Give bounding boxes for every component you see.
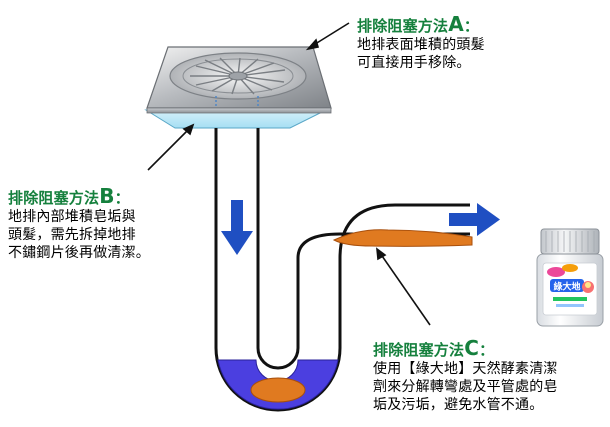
pointer-arrow-c [379,252,431,326]
callout-method-b: 排除阻塞方法B： 地排內部堆積皂垢與 頭髮，需先拆掉地排 不鏽鋼片後再做清潔。 [8,186,150,262]
callout-c-title: 排除阻塞方法C： [373,338,558,360]
callout-b-title-text: 排除阻塞方法 [8,189,100,207]
callout-method-a: 排除阻塞方法A： 地排表面堆積的頭髮 可直接用手移除。 [357,14,485,72]
flow-arrow-down [221,200,253,255]
callout-c-line-3: 垢及污垢，避免水管不通。 [373,397,544,413]
callout-b-colon: ： [114,189,130,207]
callout-c-colon: ： [479,341,495,359]
callout-c-line-2: 劑來分解轉彎處及平管處的皂 [373,379,558,395]
callout-b-letter: B [99,184,115,208]
pointer-arrows [147,22,431,326]
callout-a-line-2: 可直接用手移除。 [357,55,471,71]
clog-trap [250,377,306,403]
pointer-arrow-a [311,22,350,47]
clog-horizontal-pipe [332,229,473,247]
callout-a-title-text: 排除阻塞方法 [357,17,449,35]
callout-b-line-3: 不鏽鋼片後再做清潔。 [8,245,150,261]
callout-a-colon: ： [463,17,480,35]
enzyme-cleaner-jar: 綠大地 [536,228,604,327]
callout-method-c: 排除阻塞方法C： 使用【綠大地】天然酵素清潔 劑來分解轉彎處及平管處的皂 垢及污… [373,338,558,414]
flow-arrow-right [449,203,500,236]
callout-c-letter: C [464,336,480,360]
callout-b-line-2: 頭髮，需先拆掉地排 [8,227,136,243]
callout-c-line-1: 使用【綠大地】天然酵素清潔 [373,361,558,377]
jar-brand-text: 綠大地 [553,281,580,293]
callout-c-title-text: 排除阻塞方法 [373,341,465,359]
callout-b-line-1: 地排內部堆積皂垢與 [8,209,136,225]
callout-a-title: 排除阻塞方法A： [357,14,485,36]
callout-a-letter: A [448,12,464,36]
floor-drain [144,46,332,129]
callout-b-title: 排除阻塞方法B： [8,186,150,208]
pointer-arrow-b [147,127,191,171]
callout-a-line-1: 地排表面堆積的頭髮 [357,37,485,53]
